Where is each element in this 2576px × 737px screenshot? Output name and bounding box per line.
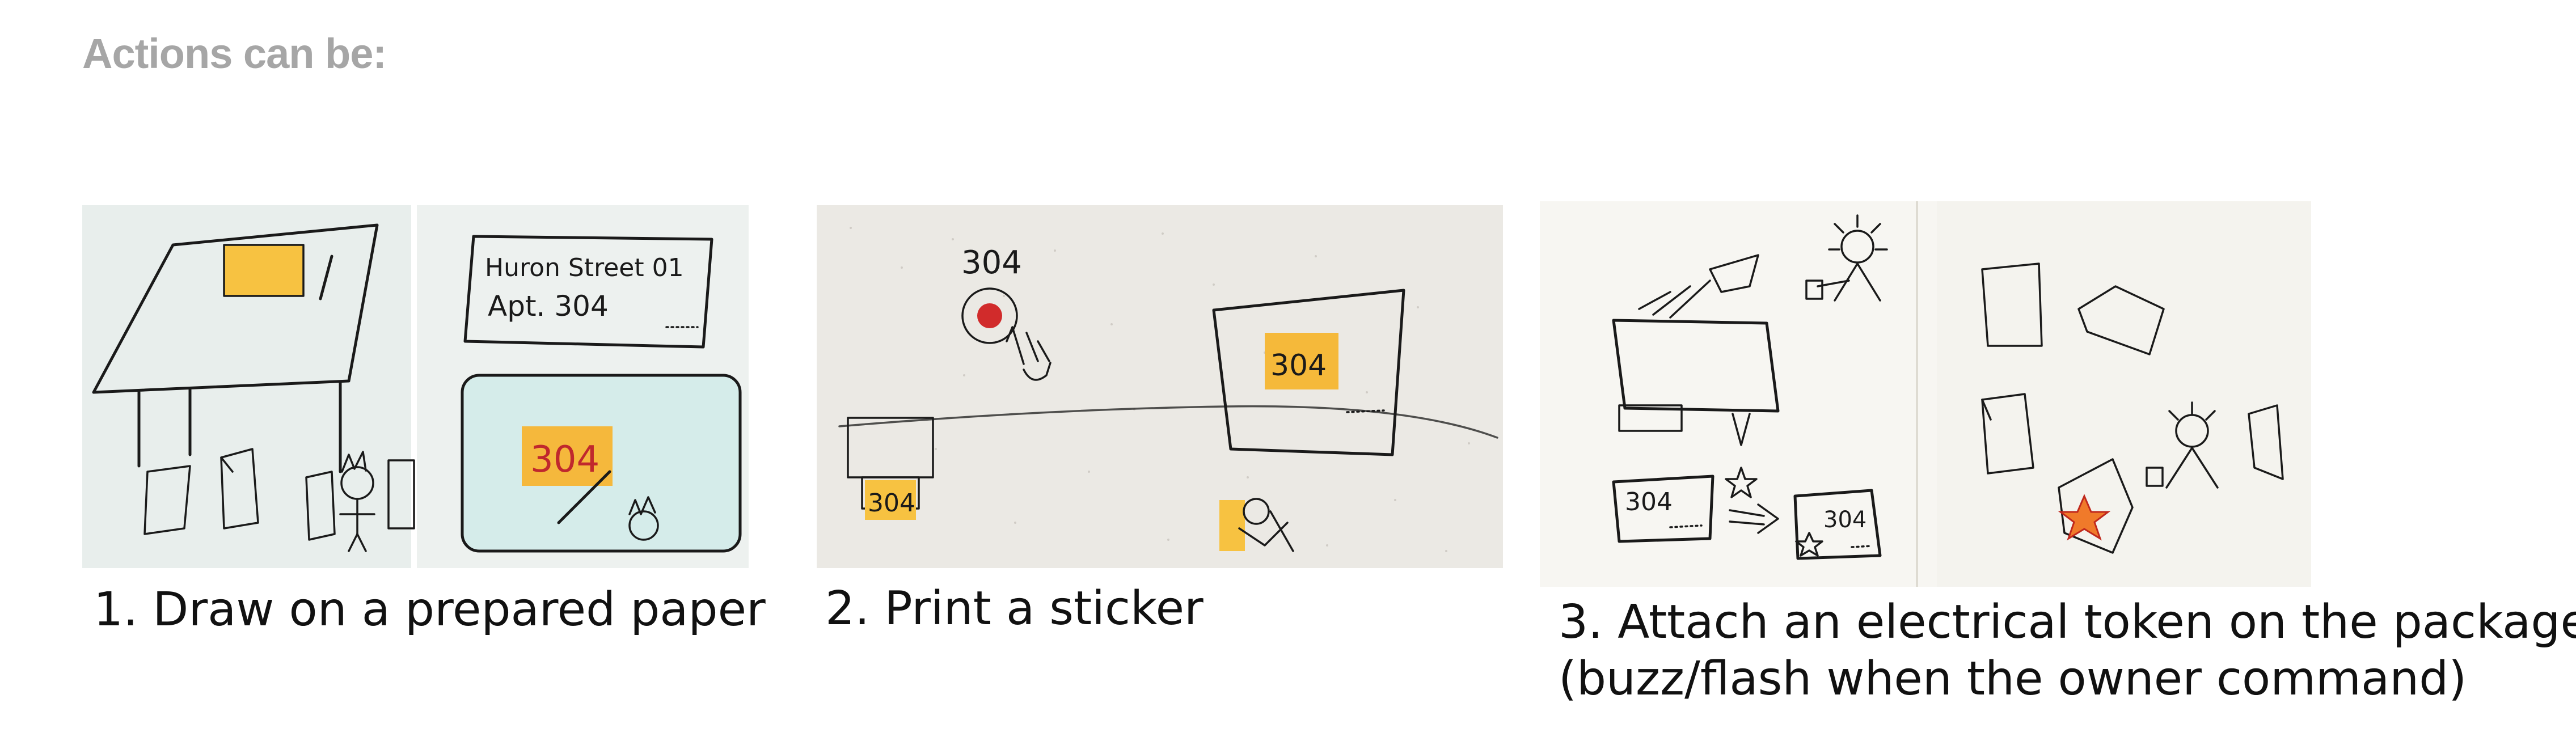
draw-on-paper-illustration: Huron Street 01 Apt. 304 304 bbox=[82, 205, 749, 568]
sticker-printer-sketch: 304 bbox=[847, 417, 934, 520]
red-button-icon bbox=[977, 303, 1002, 328]
address-paper: Huron Street 01 Apt. 304 bbox=[463, 235, 713, 349]
action-1-caption: 1. Draw on a prepared paper bbox=[94, 583, 766, 637]
print-sticker-illustration: 304 304 304 bbox=[817, 205, 1503, 568]
token-base-station bbox=[1612, 254, 1780, 498]
electrical-token-illustration: 304 304 bbox=[1540, 201, 2311, 587]
action-3-caption-line-2: (buzz/flash when the owner command) bbox=[1559, 652, 2467, 706]
package-before: 304 bbox=[1612, 475, 1714, 543]
owner-figure-2 bbox=[2146, 401, 2284, 489]
page-heading: Actions can be: bbox=[82, 30, 387, 77]
package-number-2: 304 bbox=[1823, 507, 1866, 533]
shipping-label-sketch: 304 bbox=[1212, 289, 1405, 456]
drawing-board: 304 bbox=[461, 374, 742, 553]
arrow-icon bbox=[1729, 503, 1779, 534]
package-after: 304 bbox=[1793, 489, 1882, 560]
person-figure bbox=[339, 451, 375, 552]
package-sketches bbox=[143, 448, 336, 541]
address-line-1: Huron Street 01 bbox=[485, 253, 684, 282]
token-sketches bbox=[1981, 262, 2165, 554]
address-line-2: Apt. 304 bbox=[488, 290, 609, 323]
blank-sticky-note bbox=[224, 245, 303, 296]
person-figure bbox=[1219, 498, 1294, 552]
label-number: 304 bbox=[1270, 349, 1327, 383]
table-sketch bbox=[92, 223, 379, 473]
printed-number: 304 bbox=[868, 489, 915, 518]
package-number-1: 304 bbox=[1625, 488, 1673, 516]
action-3-caption-line-1: 3. Attach an electrical token on the pac… bbox=[1559, 595, 2576, 649]
button-number: 304 bbox=[961, 244, 1022, 281]
action-2-caption: 2. Print a sticker bbox=[825, 582, 1203, 636]
drawn-number: 304 bbox=[530, 439, 599, 481]
print-button-sketch: 304 bbox=[961, 244, 1051, 381]
owner-figure bbox=[1805, 214, 1888, 302]
